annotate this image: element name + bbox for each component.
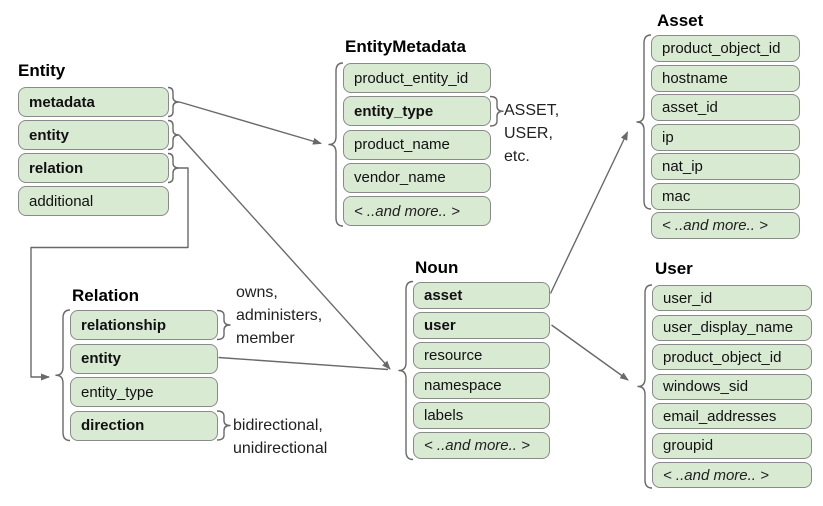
noun-field-namespace: namespace <box>413 371 550 399</box>
relation-title: Relation <box>72 286 140 305</box>
user-field-user-display-name: user_display_name <box>652 314 812 341</box>
brace-direction-right <box>216 410 231 441</box>
asset-field-hostname: hostname <box>651 64 800 92</box>
relation-field-relationship: relationship <box>70 310 218 340</box>
line-relation-entity-to-noun <box>218 356 389 371</box>
entitymetadata-field-product-name: product_name <box>343 129 491 160</box>
brace-entity-entity-right <box>167 119 180 151</box>
arrow-noun-user-to-user <box>551 324 629 381</box>
user-field-groupid: groupid <box>652 432 812 459</box>
entitymetadata-field-entity-type: entity_type <box>343 96 491 127</box>
brace-asset-left <box>636 34 652 210</box>
noun-field-user: user <box>413 311 550 339</box>
table-relation: relationship entity entity_type directio… <box>70 310 218 441</box>
table-noun: asset user resource namespace labels < .… <box>413 281 550 459</box>
brace-entity-metadata-right <box>167 86 180 118</box>
user-field-user-id: user_id <box>652 285 812 311</box>
asset-field-ip: ip <box>651 123 800 151</box>
user-title: User <box>655 259 693 278</box>
entity-field-relation: relation <box>18 153 169 183</box>
relation-field-direction: direction <box>70 410 218 441</box>
relation-field-entity-type: entity_type <box>70 377 218 407</box>
brace-relationship-right <box>216 309 231 341</box>
noun-field-labels: labels <box>413 401 550 429</box>
entity-field-metadata: metadata <box>18 87 169 117</box>
asset-field-nat-ip: nat_ip <box>651 153 800 180</box>
brace-user-left <box>637 284 653 489</box>
asset-field-mac: mac <box>651 182 800 210</box>
entitymetadata-field-and-more: < ..and more.. > <box>343 196 491 227</box>
brace-entity-relation-right <box>167 152 180 184</box>
entitymetadata-title: EntityMetadata <box>345 37 466 56</box>
arrow-entity-to-noun <box>178 135 391 370</box>
annotation-direction-values: bidirectional, unidirectional <box>233 417 328 457</box>
user-field-windows-sid: windows_sid <box>652 373 812 400</box>
entity-title: Entity <box>18 61 66 80</box>
table-user: user_id user_display_name product_object… <box>652 285 812 488</box>
noun-field-asset: asset <box>413 281 550 309</box>
noun-field-and-more: < ..and more.. > <box>413 431 550 459</box>
entitymetadata-field-product-entity-id: product_entity_id <box>343 63 491 93</box>
user-field-and-more: < ..and more.. > <box>652 462 812 488</box>
asset-title: Asset <box>657 11 704 30</box>
table-asset: product_object_id hostname asset_id ip n… <box>651 35 800 239</box>
table-entitymetadata: product_entity_id entity_type product_na… <box>343 63 491 227</box>
asset-field-and-more: < ..and more.. > <box>651 212 800 239</box>
noun-field-resource: resource <box>413 341 550 369</box>
entity-field-entity: entity <box>18 120 169 150</box>
arrow-noun-asset-to-asset <box>549 131 629 294</box>
brace-entitymetadata-left <box>328 62 344 227</box>
brace-relation-left <box>55 309 71 442</box>
arrow-metadata-to-entitymetadata <box>179 101 322 145</box>
user-field-product-object-id: product_object_id <box>652 344 812 370</box>
annotation-relationship-values: owns, administers, member <box>236 284 323 347</box>
noun-title: Noun <box>415 258 459 277</box>
arrow-relation-to-relation-table <box>30 167 189 381</box>
user-field-email-addresses: email_addresses <box>652 403 812 429</box>
annotation-entity-type-values: ASSET, USER, etc. <box>504 102 560 165</box>
brace-noun-left <box>398 280 414 461</box>
asset-field-asset-id: asset_id <box>651 94 800 121</box>
table-entity: metadata entity relation additional <box>18 87 169 216</box>
asset-field-product-object-id: product_object_id <box>651 35 800 62</box>
relation-field-entity: entity <box>70 343 218 374</box>
entity-field-additional: additional <box>18 186 169 216</box>
brace-entity-type-right <box>489 95 504 127</box>
entitymetadata-field-vendor-name: vendor_name <box>343 162 491 193</box>
